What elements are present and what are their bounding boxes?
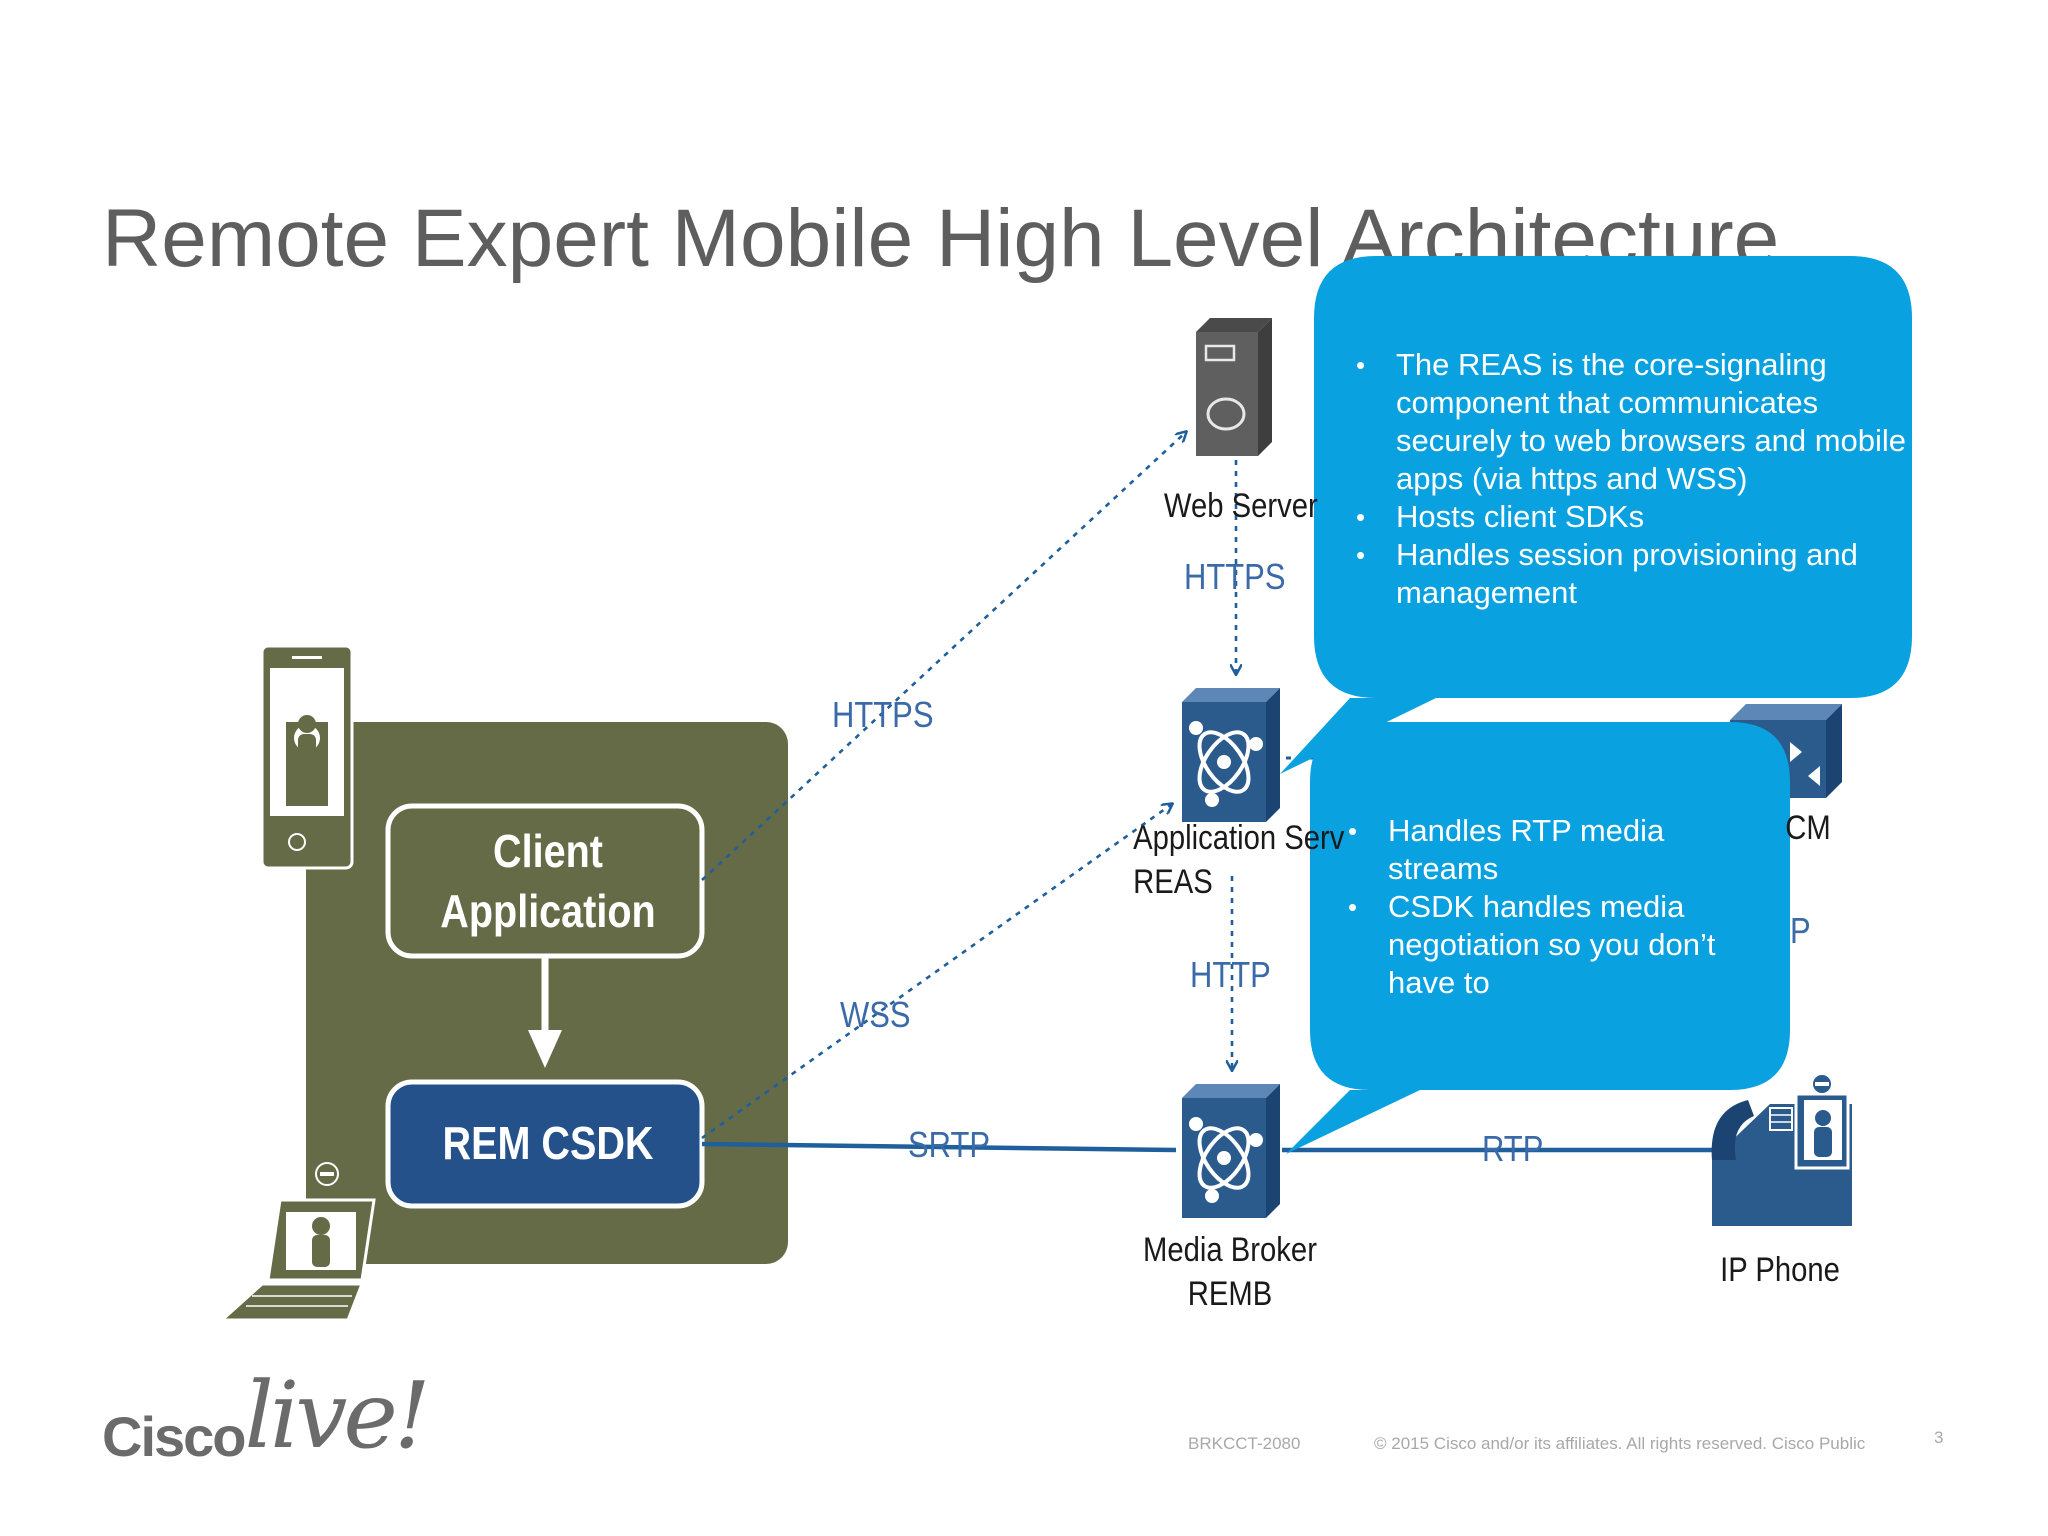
ip-phone-icon [1712,1074,1852,1226]
cucm-label: CM [1782,806,1834,850]
reas-bullet: Hosts client SDKs [1356,498,1916,536]
logo-live-text: live! [245,1362,427,1469]
cisco-live-logo: Ciscolive! [102,1362,427,1482]
rem-csdk-label: REM CSDK [414,1082,682,1204]
sip-label: P [1790,910,1811,952]
https-web-label: HTTPS [1184,556,1285,598]
https-client-label: HTTPS [832,694,933,736]
reas-bullet: The REAS is the core-signaling component… [1356,346,1916,498]
media-broker-label: Media Broker REMB [1135,1228,1324,1316]
smartphone-icon [262,646,352,868]
server-icon [1196,318,1272,456]
rtp-label: RTP [1482,1128,1543,1170]
remb-bullet: CSDK handles media negotiation so you do… [1348,888,1778,1002]
media-broker-icon [1182,1084,1280,1218]
remb-callout-list: Handles RTP media streams CSDK handles m… [1348,812,1778,1002]
wss-label: WSS [840,994,911,1036]
page-number: 3 [1934,1428,1943,1448]
footer-copyright: © 2015 Cisco and/or its affiliates. All … [1374,1434,1865,1454]
reas-bullet: Handles session provisioning and managem… [1356,536,1916,612]
client-application-label: Client Application [414,806,682,956]
reas-callout-list: The REAS is the core-signaling component… [1356,346,1916,612]
srtp-label: SRTP [908,1124,990,1166]
web-server-label: Web Server [1164,484,1310,528]
http-label: HTTP [1190,954,1271,996]
logo-cisco-text: Cisco [102,1405,245,1468]
footer-session-id: BRKCCT-2080 [1188,1434,1300,1454]
ip-phone-label: IP Phone [1711,1248,1849,1292]
app-server-label: Application Serv REAS [1119,816,1356,904]
remb-bullet: Handles RTP media streams [1348,812,1778,888]
router-icon [1182,688,1280,822]
